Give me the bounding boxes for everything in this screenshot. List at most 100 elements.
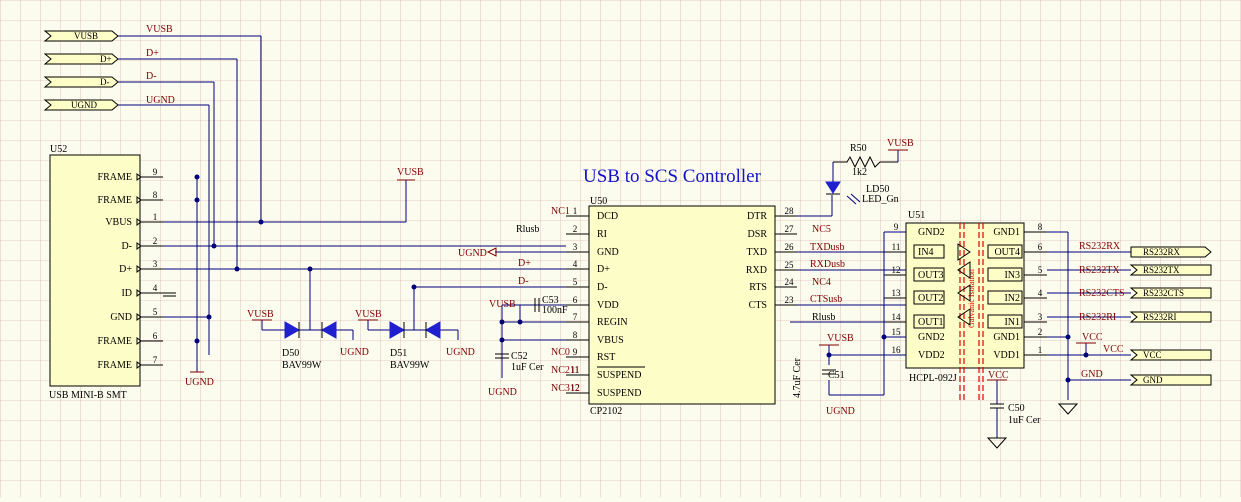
u51-left-pin-number-5: 15 [892,327,902,337]
net-nc312: NC312 [551,383,580,394]
u50-right-pin-name-1: DSR [748,229,768,240]
port-gnd[interactable]: GND [1129,374,1212,386]
port-vcc[interactable]: VCC [1129,349,1212,361]
u50-left-pin-name-8: RST [597,352,615,363]
led-ld50[interactable] [825,162,861,205]
u51-left-pin-name-6: VDD2 [918,350,945,361]
u51-right-pin-name-6: VDD1 [993,350,1020,361]
u50-left-pin-number-2: 3 [573,242,578,252]
u52-pin-arrow-7 [136,337,142,345]
u52-pin-number-4: 3 [153,259,158,269]
u52-pin-arrow-6 [136,313,142,321]
vcc-label-c50: VCC [988,370,1009,381]
u51-left-pin-name-2: OUT3 [918,270,944,281]
esd-diode-d50[interactable] [261,269,354,340]
port-rs232cts[interactable]: RS232CTS [1129,287,1212,299]
esd-diode-d51[interactable] [367,287,459,340]
isolation-barrier [959,223,984,400]
net-ctsusb: CTSusb [810,294,842,305]
u52-pin-number-2: 1 [153,212,158,222]
u52-pin-number-8: 7 [153,355,158,365]
svg-text:RS232RI: RS232RI [1143,312,1177,322]
r50-ref: R50 [850,143,867,154]
net-gnd: GND [1081,369,1103,380]
net-dminus-u50: D- [518,276,529,287]
capacitor-c50[interactable] [986,380,1008,449]
vusb-label-u51: VUSB [827,333,854,344]
port-vusb[interactable]: VUSB [43,30,119,42]
u51-left-pin-number-2: 12 [892,265,901,275]
capacitor-c52[interactable] [495,353,509,359]
svg-text:RS232TX: RS232TX [1143,265,1180,275]
c50-ref: C50 [1008,403,1025,414]
capacitor-c53[interactable] [534,298,540,312]
net-nc1: NC1 [551,206,570,217]
u50-left-pin-name-5: VDD [597,300,619,311]
vusb-label-d51: VUSB [355,309,382,320]
u52-ref: U52 [50,144,67,155]
u52-pin-name-8: FRAME [98,360,132,371]
u51-right-box-3 [987,290,1023,305]
u51-right-box-1 [987,244,1023,259]
u50-left-pin-name-9: SUSPEND [597,370,641,381]
u50-left-pin-number-5: 6 [573,295,578,305]
usb-uart-bridge-u50[interactable] [588,205,776,405]
u52-pin-name-2: VBUS [105,217,132,228]
u51-left-pin-number-6: 16 [892,345,902,355]
d51-value: BAV99W [390,360,430,371]
resistor-r50[interactable] [833,149,908,169]
u50-left-pin-number-0: 1 [573,206,578,216]
u52-pin-name-5: ID [121,288,132,299]
port-ugnd[interactable]: UGND [43,99,119,111]
u50-left-pin-number-8: 9 [573,347,578,357]
u52-pin-arrow-4 [136,265,142,273]
digital-isolator-u51[interactable] [905,222,1025,369]
u50-dplus-dminus-wires [310,268,566,288]
c53-ref: C53 [542,295,559,306]
svg-text:GND: GND [1143,375,1163,385]
net-nc0: NC0 [551,347,570,358]
u50-right-pin-name-0: DTR [747,211,767,222]
u50-right-pin-name-3: RXD [746,265,767,276]
u51-left-pin-name-3: OUT2 [918,293,944,304]
u52-pin-number-1: 8 [153,190,158,200]
ld50-value: LED_Gn [862,194,899,205]
port-rs232tx[interactable]: RS232TX [1129,264,1212,276]
u52-pin-name-1: FRAME [98,195,132,206]
u50-left-pin-number-7: 8 [573,330,578,340]
u50-left-pin-name-7: VBUS [597,335,624,346]
u51-left-box-1 [913,244,945,259]
ld50-ref: LD50 [866,184,889,195]
u50-left-pin-name-1: RI [597,229,607,240]
u51-right-pin-name-0: GND1 [993,227,1020,238]
u51-right-pin-name-1: OUT4 [994,247,1020,258]
u51-left-pin-name-1: IN4 [918,247,934,258]
net-rs232rx: RS232RX [1079,241,1121,252]
u51-right-pin-name-5: GND1 [993,332,1020,343]
u52-pin-name-6: GND [110,312,132,323]
net-rlusb-right: Rlusb [812,312,835,323]
u51-left-pin-name-5: GND2 [918,332,945,343]
svg-text:RS232RX: RS232RX [1143,247,1181,257]
ugnd-label-u51: UGND [826,406,855,417]
port-dplus[interactable]: D+ [43,53,119,65]
net-rs232cts: RS232CTS [1079,288,1125,299]
usb-connector-u52[interactable] [49,154,141,387]
net-label-dminus: D- [146,71,157,82]
vusb-label-u52: VUSB [397,167,424,178]
ugnd-label-d50: UGND [340,347,369,358]
d50-ref: D50 [282,348,299,359]
port-dminus[interactable]: D- [43,76,119,88]
u50-left-pin-name-2: GND [597,247,619,258]
u51-right-pin-number-6: 1 [1038,345,1043,355]
capacitor-c51[interactable] [822,369,836,375]
port-rs232rx[interactable]: RS232RX [1130,246,1212,258]
u51-pins: GND29IN411OUT312OUT213OUT114GND215VDD216… [884,222,1047,361]
r50-value: 1k2 [852,167,867,178]
port-rs232ri[interactable]: RS232RI [1129,311,1212,323]
u50-left-pin-number-6: 7 [573,312,578,322]
u52-name: USB MINI-B SMT [49,390,127,401]
u50-right-pin-name-2: TXD [746,247,767,258]
